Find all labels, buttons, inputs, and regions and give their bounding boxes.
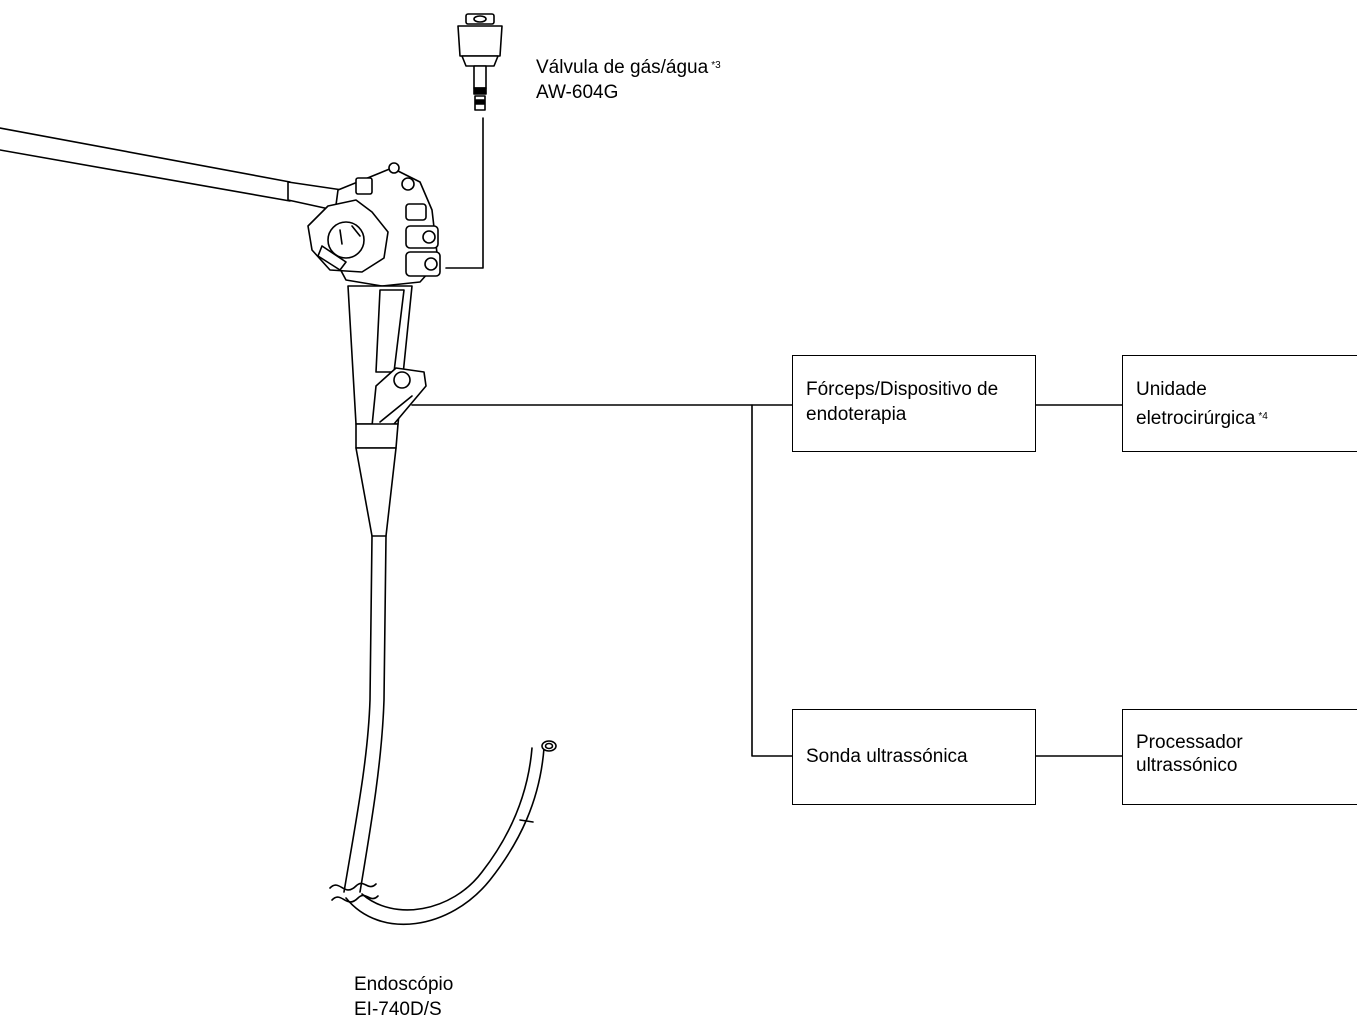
- valve-stem: [473, 65, 487, 89]
- angulation-lock-lever: [317, 245, 347, 271]
- biopsy-port-edge: [379, 395, 413, 423]
- forceps-box: Fórceps/Dispositivo de endoterapia: [792, 355, 1036, 452]
- valve-flange: [461, 55, 499, 67]
- tube-break-mark: [331, 894, 379, 903]
- forceps-line2: endoterapia: [806, 404, 907, 425]
- bending-section-outer: [345, 747, 545, 926]
- valve-connector-line: [445, 117, 484, 269]
- insertion-tube-left: [343, 535, 373, 893]
- air-water-port-icon: [424, 257, 438, 271]
- processor-box: Processador ultrassónico: [1122, 709, 1357, 805]
- probe-branch-line: [751, 404, 793, 757]
- forceps-line1: Fórceps/Dispositivo de: [806, 379, 999, 400]
- endoscope-name: Endoscópio: [354, 974, 454, 995]
- valve-model: AW-604G: [536, 82, 619, 103]
- remote-switch-icon: [355, 177, 373, 195]
- universal-cord-lower-edge: [0, 149, 291, 202]
- remote-button-icon: [388, 162, 400, 174]
- valve-cap-hole: [473, 15, 487, 23]
- bending-section-inner: [361, 747, 533, 911]
- angulation-knob-inner: [327, 221, 365, 259]
- tube-break-mark: [329, 882, 377, 891]
- insertion-boot-collar: [355, 423, 399, 449]
- biopsy-valve-icon: [393, 371, 411, 389]
- valve-name: Válvula de gás/água: [536, 57, 709, 78]
- distal-tip-lens: [544, 742, 554, 750]
- suction-port-icon: [422, 230, 436, 244]
- valve-cap: [465, 13, 495, 25]
- remote-button-icon: [401, 177, 415, 191]
- distal-tip-icon: [541, 740, 557, 752]
- insertion-tube-right: [359, 535, 387, 893]
- knob-marking: [339, 225, 361, 245]
- processor-line1: Processador: [1136, 732, 1243, 753]
- processor-line2: ultrassónico: [1136, 755, 1238, 776]
- electro-line1: Unidade: [1136, 379, 1207, 400]
- electro-footnote: *4: [1258, 411, 1268, 422]
- electro-line2-wrap: eletrocirúrgica*4: [1136, 406, 1268, 431]
- electrosurgical-box: Unidade eletrocirúrgica*4: [1122, 355, 1357, 452]
- valve-cylinder: [405, 203, 427, 221]
- valve-seal: [473, 87, 487, 95]
- universal-cord-upper-edge: [0, 127, 291, 183]
- bending-section-joint: [519, 819, 534, 823]
- probe-box: Sonda ultrassónica: [792, 709, 1036, 805]
- electro-line2: eletrocirúrgica: [1136, 408, 1256, 429]
- valve-body: [457, 25, 503, 57]
- probe-label: Sonda ultrassónica: [806, 746, 968, 767]
- valve-seal: [475, 99, 485, 105]
- valve-label: Válvula de gás/água*3: [536, 55, 721, 80]
- insertion-boot: [355, 447, 397, 537]
- valve-footnote: *3: [711, 60, 721, 71]
- endoscope-model: EI-740D/S: [354, 999, 442, 1020]
